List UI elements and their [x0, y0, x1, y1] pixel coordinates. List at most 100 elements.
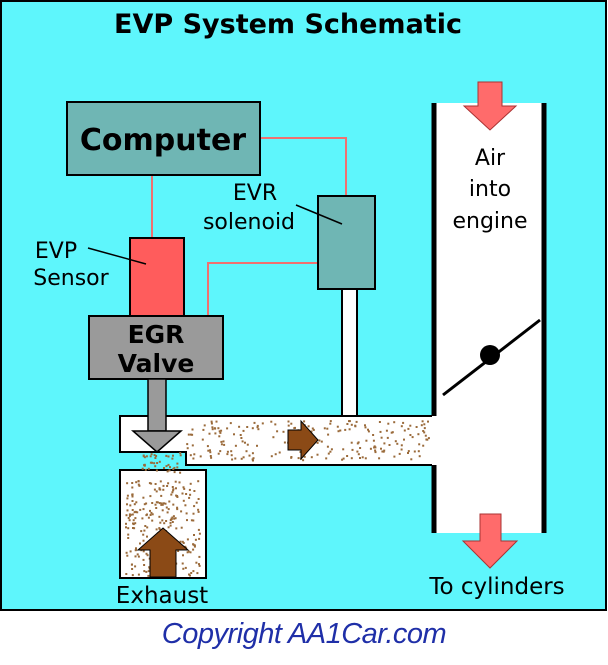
particle [147, 516, 150, 519]
particle [391, 431, 394, 434]
particle [131, 574, 134, 577]
particle [209, 449, 211, 452]
particle [135, 547, 137, 550]
particle [156, 501, 159, 504]
particle [393, 421, 396, 424]
particle [214, 427, 217, 430]
particle [190, 572, 193, 574]
particle [330, 448, 333, 451]
wires [151, 137, 347, 316]
particle [374, 446, 377, 449]
particle [156, 462, 159, 464]
particle [164, 502, 167, 505]
particle [143, 570, 146, 573]
particle [137, 573, 140, 576]
particle [351, 448, 354, 451]
particle [179, 452, 182, 455]
particle [253, 421, 256, 424]
particle [403, 429, 406, 432]
particle [290, 456, 293, 459]
particle [252, 457, 255, 460]
particle [346, 455, 349, 457]
valve-head [131, 430, 183, 453]
particle [149, 509, 151, 512]
particle [176, 496, 179, 498]
particle [248, 454, 251, 457]
particle [415, 426, 418, 428]
particle [131, 568, 134, 570]
particle [189, 454, 192, 457]
particle [135, 548, 138, 551]
particle [303, 420, 306, 423]
particle [206, 445, 209, 448]
particle [411, 436, 414, 439]
particle [421, 420, 424, 423]
particle [125, 526, 127, 529]
particle [161, 509, 164, 512]
particle [126, 503, 128, 506]
particle [329, 450, 332, 453]
particle [141, 467, 144, 470]
particle [146, 554, 149, 557]
particle [386, 436, 389, 439]
particle [197, 480, 200, 483]
particle [142, 496, 145, 499]
particle [128, 515, 131, 518]
egr-label-line1: EGR [128, 320, 185, 349]
particle [185, 493, 188, 495]
particle [327, 433, 330, 436]
right-arrow-icon [287, 419, 319, 461]
particle [128, 513, 131, 516]
particle [303, 455, 306, 458]
particle [297, 457, 300, 460]
particle [346, 423, 349, 425]
particle [167, 482, 170, 485]
particle [186, 519, 188, 522]
particle [327, 452, 330, 455]
particle [134, 522, 137, 525]
particle [197, 528, 200, 531]
particle [190, 519, 193, 522]
particle [181, 492, 184, 495]
vacuum-line [341, 288, 358, 418]
particle [151, 519, 154, 522]
particle [158, 488, 161, 491]
particle [146, 526, 149, 529]
particle [423, 431, 426, 434]
particle [127, 517, 130, 519]
particle [163, 467, 165, 469]
particle [180, 526, 183, 529]
particle [171, 516, 174, 519]
particle [198, 563, 200, 566]
particle [168, 469, 171, 472]
particle [217, 427, 220, 430]
particle [388, 444, 391, 446]
evr-label-line1: EVR [233, 181, 277, 206]
evp-schematic: EVP System Schematic Computer EVR soleno… [0, 0, 607, 611]
particle [137, 480, 140, 483]
particle [226, 427, 229, 430]
particle [176, 466, 179, 469]
particle [207, 449, 210, 452]
particle [191, 428, 194, 431]
particle [364, 457, 367, 460]
particle [133, 503, 136, 506]
particle [127, 527, 130, 530]
particle [326, 427, 329, 430]
particle [199, 455, 202, 458]
particle [187, 433, 190, 436]
particle [198, 564, 201, 567]
particle [233, 433, 235, 436]
egr-valve-box [88, 315, 224, 380]
particle [162, 488, 165, 491]
particle [418, 443, 421, 446]
computer-label: Computer [80, 123, 246, 158]
particle [413, 450, 416, 453]
particle [160, 494, 163, 497]
particle [153, 488, 156, 491]
particle [143, 503, 146, 506]
particle [166, 485, 169, 487]
particle [149, 495, 152, 498]
particle [131, 513, 134, 516]
particle [220, 429, 223, 432]
